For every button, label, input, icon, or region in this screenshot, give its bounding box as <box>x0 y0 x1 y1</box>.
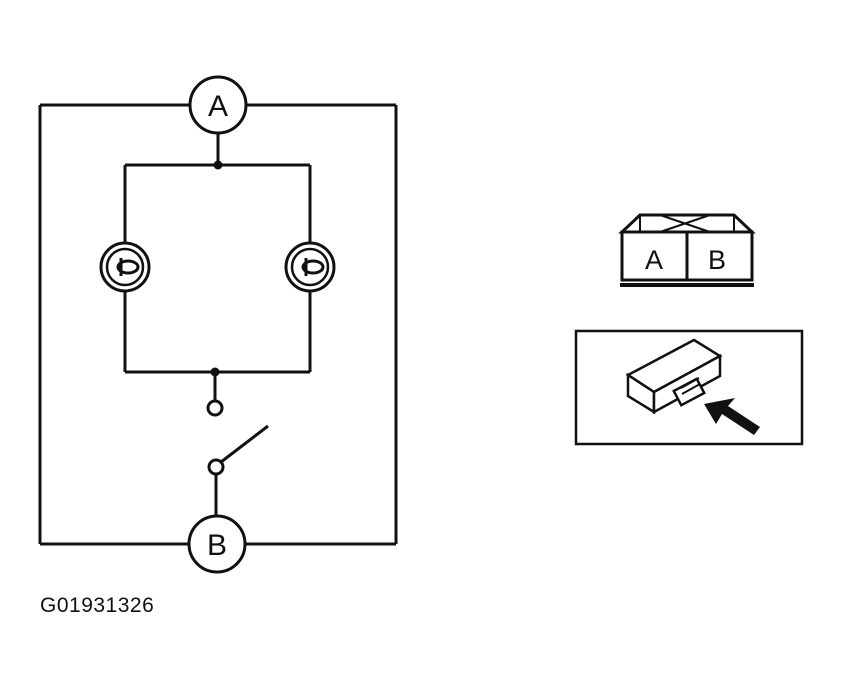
switch-icon <box>206 399 269 516</box>
junction-top <box>213 160 223 170</box>
connector-icon <box>625 338 723 415</box>
arrow-icon <box>704 398 760 435</box>
meter-b: B <box>187 514 247 574</box>
meter-b-label: B <box>207 529 227 562</box>
figure-code: G01931326 <box>40 594 155 617</box>
lamp-icon <box>99 241 151 293</box>
meter-a: A <box>188 75 248 135</box>
connector-terminal-a: A <box>645 245 663 275</box>
outer-circuit-loop <box>38 103 398 546</box>
connector-face: A B <box>618 213 756 287</box>
inner-parallel-loop <box>123 133 312 402</box>
connector-terminal-b: B <box>708 245 726 275</box>
lamp-icon <box>284 241 336 293</box>
junction-bottom <box>210 367 220 377</box>
meter-a-label: A <box>208 90 228 123</box>
component-location-box <box>574 329 804 446</box>
